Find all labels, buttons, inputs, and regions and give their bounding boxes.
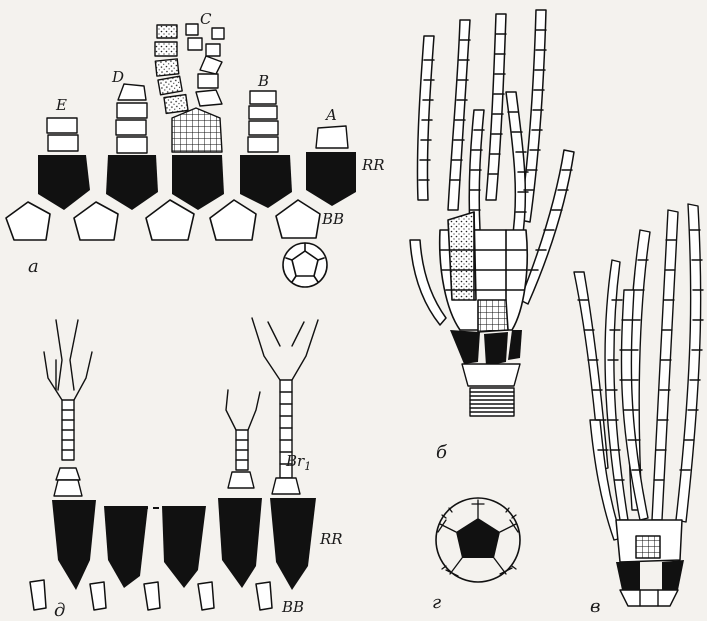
cup-section-small <box>283 243 327 287</box>
panel-label-d: д <box>54 600 65 621</box>
basal-plates-row <box>6 200 320 240</box>
arm-D-plates <box>116 84 147 153</box>
radial-plates-row <box>38 152 356 210</box>
plate-label-RR: RR <box>361 156 385 174</box>
radial-plates-b <box>450 330 522 366</box>
plate-label-BB: BB <box>321 210 344 228</box>
arm-branches-v <box>574 204 703 540</box>
arm-label-C: C <box>200 10 212 28</box>
basals-v <box>620 590 678 606</box>
arm-B-plates <box>248 91 278 152</box>
panel-label-a: а <box>28 256 39 277</box>
arm-label-A: A <box>324 106 337 124</box>
arm-label-D: D <box>111 68 124 86</box>
arm-label-B: B <box>257 72 269 90</box>
radial-plates-v <box>616 560 684 590</box>
plate-label-BB-d: BB <box>281 598 304 616</box>
arms-d <box>44 318 318 496</box>
calyx-body-b <box>440 212 528 332</box>
plate-label-Br: Br1 <box>285 452 311 473</box>
plate-label-RR-d: RR <box>319 530 343 548</box>
panel-g-cross-section: г <box>432 498 520 613</box>
panel-v-crown: в <box>574 204 703 617</box>
panel-label-g: г <box>432 592 441 613</box>
basals-stem-b <box>462 364 520 416</box>
arm-E-plates <box>47 118 78 151</box>
radial-plates-d <box>52 498 316 590</box>
arm-label-E: E <box>55 96 67 114</box>
panel-b-calyx-with-arms: б <box>410 10 574 463</box>
calyx-body-v <box>616 520 682 562</box>
panel-label-b: б <box>436 442 448 463</box>
panel-d-plate-diagram: Br1 RR BB д <box>30 318 343 621</box>
panel-a-plate-diagram: E D C B A RR BB а <box>6 10 385 287</box>
arm-A-plates <box>316 126 348 148</box>
arm-C-plates <box>155 24 224 152</box>
basal-plates-d <box>30 580 272 610</box>
section-pentagon-g <box>456 518 500 558</box>
panel-label-v: в <box>590 596 600 617</box>
